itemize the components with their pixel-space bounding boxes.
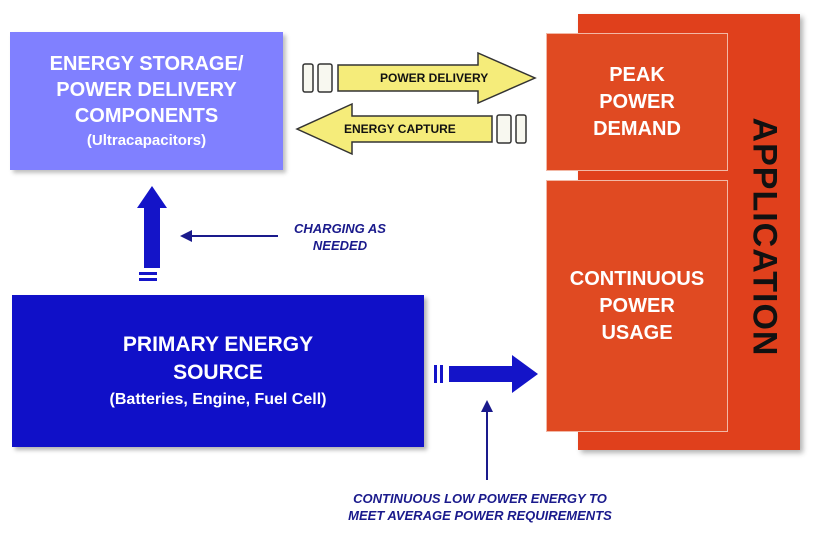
charging-note-line-2: NEEDED (312, 238, 368, 253)
primary-subtitle: (Batteries, Engine, Fuel Cell) (109, 391, 327, 408)
continuous-line-3: USAGE (601, 321, 673, 344)
peak-line-2: POWER (599, 90, 675, 113)
continuous-line-1: CONTINUOUS (569, 267, 705, 290)
charging-pointer-arrow (180, 230, 278, 242)
power-delivery-label: POWER DELIVERY (380, 71, 489, 85)
peak-line-3: DEMAND (593, 117, 681, 140)
storage-title-line-1: ENERGY STORAGE/ (49, 53, 244, 75)
low-power-note-line-2: MEET AVERAGE POWER REQUIREMENTS (348, 508, 612, 523)
low-power-note-line-1: CONTINUOUS LOW POWER ENERGY TO (353, 491, 607, 506)
continuous-line-2: POWER (599, 294, 675, 317)
peak-line-1: PEAK (609, 63, 665, 86)
charging-note-line-1: CHARGING AS (294, 221, 386, 236)
energy-storage-box: ENERGY STORAGE/ POWER DELIVERY COMPONENT… (10, 32, 283, 170)
low-power-pointer-arrow (481, 400, 493, 480)
continuous-low-power-note: CONTINUOUS LOW POWER ENERGY TO MEET AVER… (300, 490, 660, 524)
storage-subtitle: (Ultracapacitors) (86, 132, 207, 149)
storage-title-line-2: POWER DELIVERY (56, 79, 237, 101)
primary-energy-source-box: PRIMARY ENERGY SOURCE (Batteries, Engine… (12, 295, 424, 447)
primary-title-line-1: PRIMARY ENERGY (122, 333, 314, 356)
energy-capture-arrow (295, 102, 527, 156)
continuous-power-usage-box: CONTINUOUS POWER USAGE (546, 180, 728, 432)
primary-title-line-2: SOURCE (173, 361, 263, 384)
power-delivery-arrow (302, 51, 537, 105)
charging-up-arrow (137, 186, 167, 281)
charging-note: CHARGING AS NEEDED (270, 220, 410, 254)
continuous-supply-arrow (434, 355, 538, 393)
energy-capture-label: ENERGY CAPTURE (344, 122, 456, 136)
peak-power-demand-box: PEAK POWER DEMAND (546, 33, 728, 171)
storage-title-line-3: COMPONENTS (74, 105, 219, 127)
